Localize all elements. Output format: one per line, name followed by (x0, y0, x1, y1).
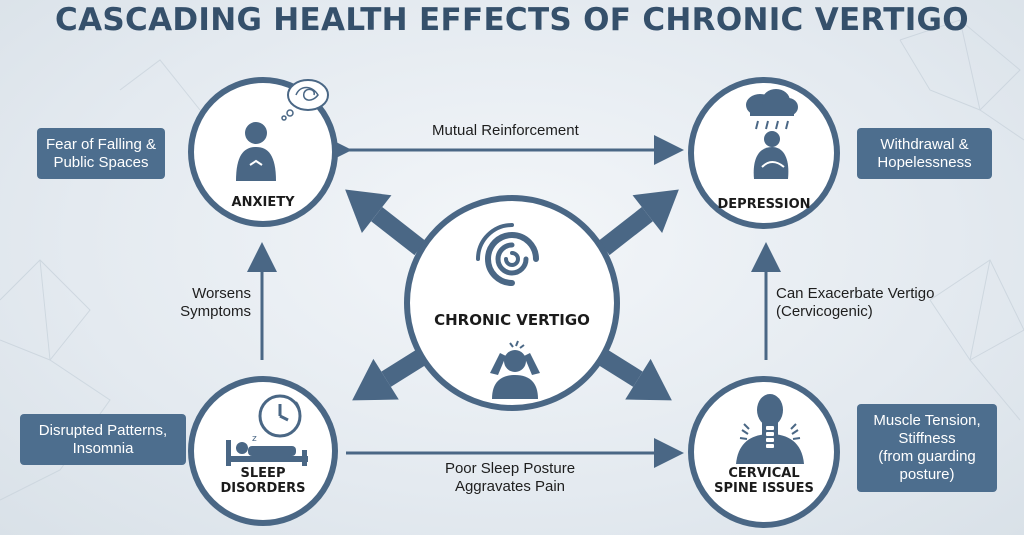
arrow-to-anxiety (345, 189, 426, 256)
worsens-symptoms-label: Worsens Symptoms (180, 285, 251, 320)
can-exacerbate-label: Can Exacerbate Vertigo (Cervicogenic) (776, 285, 935, 320)
poor-sleep-posture-label: Poor Sleep Posture Aggravates Pain (444, 460, 576, 495)
sleep-label: SLEEP DISORDERS (220, 466, 306, 496)
arrow-to-cervical (599, 350, 672, 401)
spiral-icon (476, 223, 539, 286)
sleep-effect-tag: Disrupted Patterns, Insomnia (20, 414, 186, 465)
depression-label: DEPRESSION (717, 197, 811, 212)
sad-person-rain-cloud-icon (746, 89, 798, 179)
svg-text:z: z (252, 434, 257, 444)
anxiety-label: ANXIETY (231, 195, 295, 210)
arrow-to-depression (598, 189, 679, 256)
dizzy-person-icon (490, 340, 540, 399)
center-node-chronic-vertigo: CHRONIC VERTIGO (404, 195, 620, 411)
node-anxiety: ANXIETY (188, 77, 338, 227)
mutual-reinforcement-label: Mutual Reinforcement (432, 122, 579, 139)
anxiety-effect-tag: Fear of Falling & Public Spaces (37, 128, 165, 179)
clock-icon (258, 394, 302, 438)
node-sleep-disorders: z SLEEP DISORDERS (188, 376, 338, 526)
node-cervical-spine: CERVICAL SPINE ISSUES (688, 376, 840, 528)
arrow-to-sleep (352, 350, 425, 401)
center-label: CHRONIC VERTIGO (434, 311, 590, 329)
page-title: CASCADING HEALTH EFFECTS OF CHRONIC VERT… (55, 2, 969, 38)
cervical-label: CERVICAL SPINE ISSUES (714, 466, 814, 496)
node-depression: DEPRESSION (688, 77, 840, 229)
worried-person-icon (236, 122, 276, 181)
bed-icon: z (226, 434, 308, 466)
depression-effect-tag: Withdrawal & Hopelessness (857, 128, 992, 179)
thought-bubble-icon (281, 79, 329, 121)
neck-spine-icon (736, 394, 804, 464)
cervical-effect-tag: Muscle Tension, Stiffness (from guarding… (857, 404, 997, 492)
